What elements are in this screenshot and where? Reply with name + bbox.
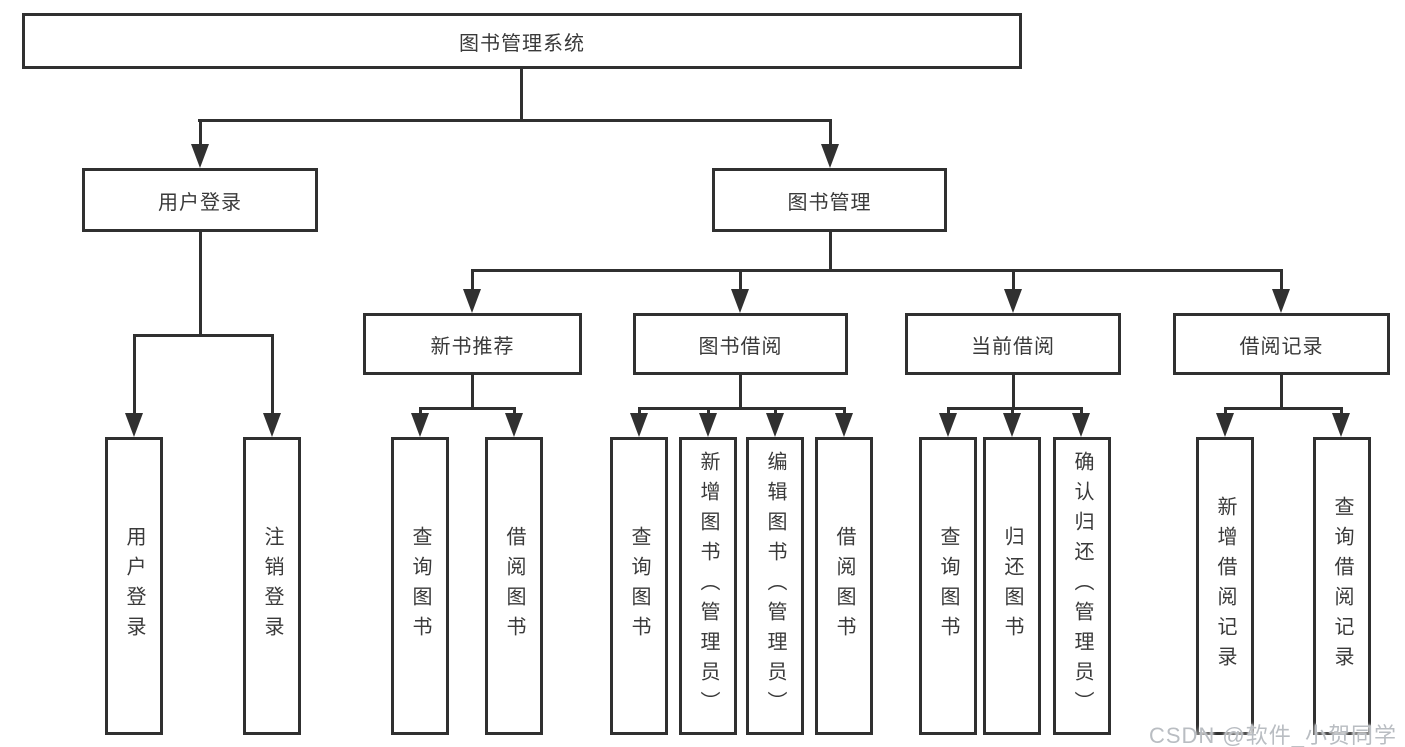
leaf-current-query-book: 查询图书 xyxy=(919,437,977,735)
node-label: 查询图书 xyxy=(628,526,650,646)
connector-line xyxy=(739,269,742,293)
node-label: 查询借阅记录 xyxy=(1331,496,1353,676)
arrow-down-icon xyxy=(939,413,957,437)
connector-line xyxy=(1080,407,1083,417)
leaf-borrow-query-book: 查询图书 xyxy=(610,437,668,735)
connector-line xyxy=(1340,407,1343,417)
node-label: 图书管理 xyxy=(787,191,872,214)
connector-line xyxy=(1280,269,1283,293)
node-label: 借阅记录 xyxy=(1239,335,1324,358)
leaf-logout: 注销登录 xyxy=(243,437,301,735)
connector-line xyxy=(471,269,474,293)
node-current-borrow: 当前借阅 xyxy=(905,313,1121,375)
connector-line xyxy=(419,407,422,417)
node-label: 图书借阅 xyxy=(698,335,783,358)
connector-line xyxy=(1012,375,1015,410)
leaf-current-confirm-return-admin: 确认归还（管理员） xyxy=(1053,437,1111,735)
node-label: 新增借阅记录 xyxy=(1214,496,1236,676)
node-label: 新书推荐 xyxy=(430,335,515,358)
arrow-down-icon xyxy=(821,144,839,168)
leaf-borrow-add-book-admin: 新增图书（管理员） xyxy=(679,437,737,735)
arrow-down-icon xyxy=(766,413,784,437)
arrow-down-icon xyxy=(1332,413,1350,437)
connector-line xyxy=(1224,407,1227,417)
arrow-down-icon xyxy=(1003,413,1021,437)
connector-line xyxy=(829,232,832,272)
leaf-records-query-record: 查询借阅记录 xyxy=(1313,437,1371,735)
connector-line xyxy=(198,119,832,122)
connector-line xyxy=(947,407,950,417)
leaf-borrow-borrow-book: 借阅图书 xyxy=(815,437,873,735)
node-borrow-records: 借阅记录 xyxy=(1173,313,1390,375)
arrow-down-icon xyxy=(1004,289,1022,313)
arrow-down-icon xyxy=(191,144,209,168)
connector-line xyxy=(1224,407,1342,410)
connector-line xyxy=(829,119,832,147)
connector-line xyxy=(707,407,710,417)
connector-line xyxy=(271,334,274,416)
node-label: 新增图书（管理员） xyxy=(697,451,719,721)
leaf-records-add-record: 新增借阅记录 xyxy=(1196,437,1254,735)
arrow-down-icon xyxy=(411,413,429,437)
arrow-down-icon xyxy=(125,413,143,437)
arrow-down-icon xyxy=(263,413,281,437)
leaf-borrow-edit-book-admin: 编辑图书（管理员） xyxy=(746,437,804,735)
leaf-current-return-book: 归还图书 xyxy=(983,437,1041,735)
node-label: 用户登录 xyxy=(123,526,145,646)
connector-line xyxy=(1012,269,1015,293)
arrow-down-icon xyxy=(835,413,853,437)
node-label: 查询图书 xyxy=(937,526,959,646)
node-label: 图书管理系统 xyxy=(459,32,585,55)
leaf-recommend-borrow-book: 借阅图书 xyxy=(485,437,543,735)
connector-line xyxy=(419,407,516,410)
node-label: 确认归还（管理员） xyxy=(1071,451,1093,721)
node-user-login: 用户登录 xyxy=(82,168,318,232)
node-label: 借阅图书 xyxy=(833,526,855,646)
arrow-down-icon xyxy=(630,413,648,437)
connector-line xyxy=(638,407,641,417)
connector-line xyxy=(471,375,474,410)
node-book-borrow: 图书借阅 xyxy=(633,313,848,375)
connector-line xyxy=(1280,375,1283,410)
arrow-down-icon xyxy=(731,289,749,313)
connector-line xyxy=(739,375,742,410)
connector-line xyxy=(513,407,516,417)
leaf-user-login: 用户登录 xyxy=(105,437,163,735)
node-book-management: 图书管理 xyxy=(712,168,947,232)
node-new-book-recommend: 新书推荐 xyxy=(363,313,582,375)
arrow-down-icon xyxy=(699,413,717,437)
connector-line xyxy=(947,407,1083,410)
connector-line xyxy=(843,407,846,417)
node-root-library-management-system: 图书管理系统 xyxy=(22,13,1022,69)
watermark: CSDN @软件_小贺同学 xyxy=(1148,723,1397,747)
connector-line xyxy=(471,269,1283,272)
arrow-down-icon xyxy=(1072,413,1090,437)
arrow-down-icon xyxy=(1272,289,1290,313)
node-label: 当前借阅 xyxy=(971,335,1055,358)
connector-line xyxy=(520,69,523,120)
connector-line xyxy=(199,119,202,147)
arrow-down-icon xyxy=(463,289,481,313)
arrow-down-icon xyxy=(505,413,523,437)
connector-line xyxy=(774,407,777,417)
node-label: 编辑图书（管理员） xyxy=(764,451,786,721)
connector-line xyxy=(1011,407,1014,417)
node-label: 查询图书 xyxy=(409,526,431,646)
connector-line xyxy=(638,407,845,410)
node-label: 注销登录 xyxy=(261,526,283,646)
leaf-recommend-query-book: 查询图书 xyxy=(391,437,449,735)
connector-line xyxy=(133,334,136,416)
node-label: 归还图书 xyxy=(1001,526,1023,646)
node-label: 借阅图书 xyxy=(503,526,525,646)
node-label: 用户登录 xyxy=(158,191,242,214)
connector-line xyxy=(133,334,274,337)
arrow-down-icon xyxy=(1216,413,1234,437)
connector-line xyxy=(199,232,202,337)
